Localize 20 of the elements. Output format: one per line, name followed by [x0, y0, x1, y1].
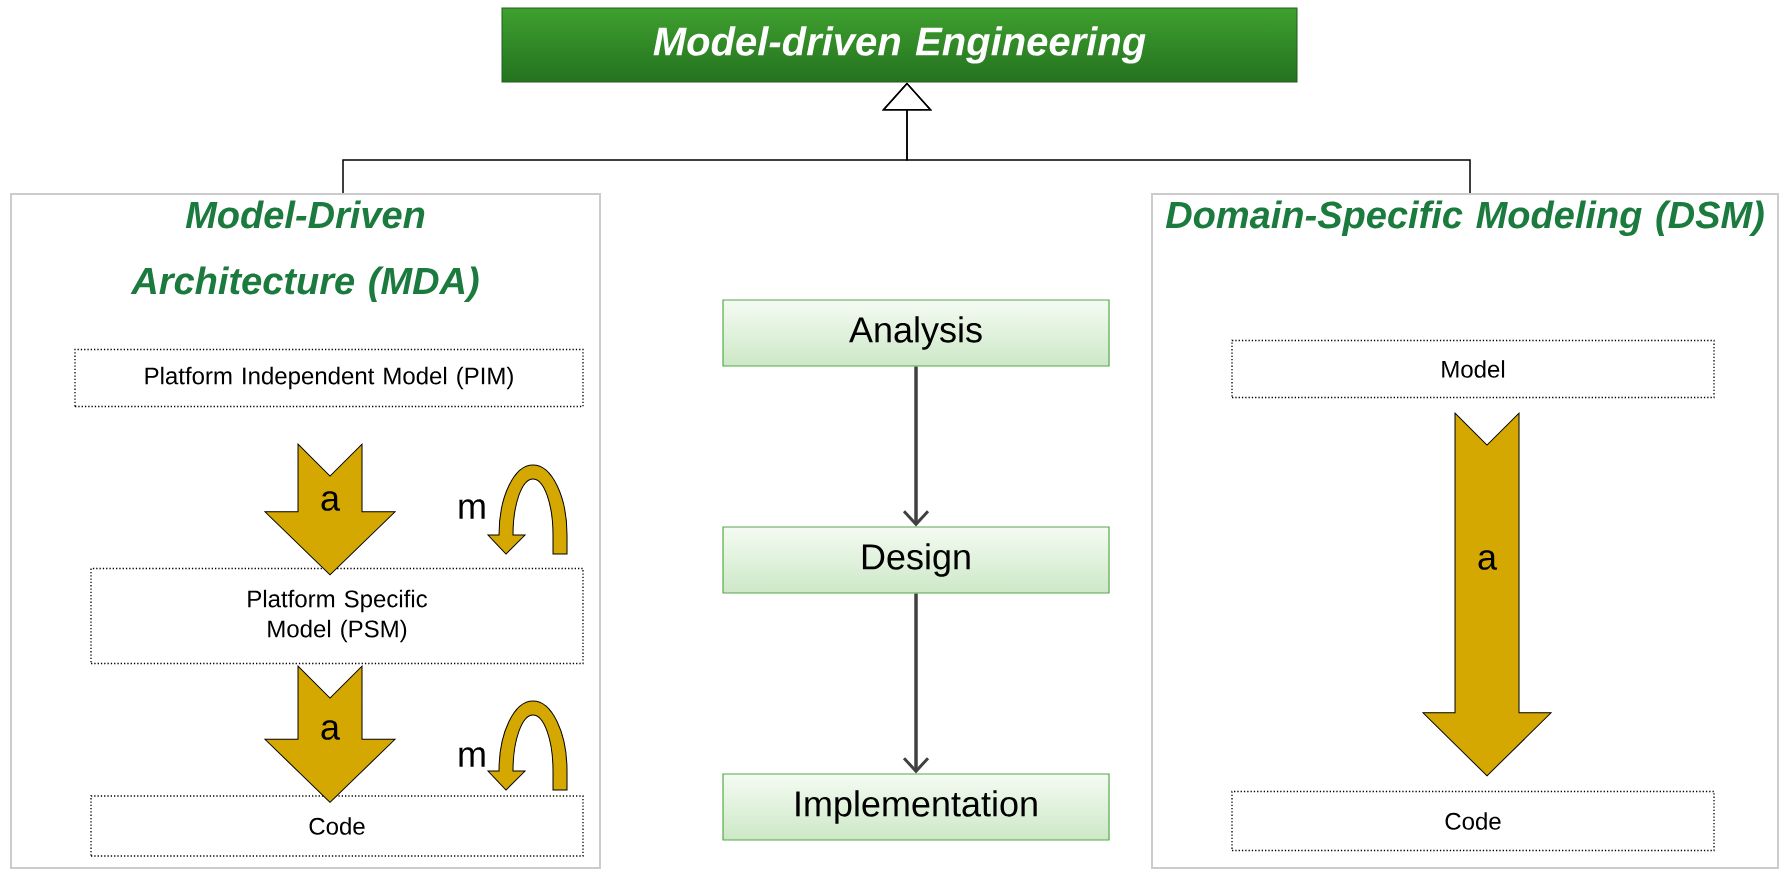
dotted-box: Platform Independent Model (PIM)	[74, 348, 584, 408]
process-box: Implementation	[722, 773, 1110, 841]
edge-label: a	[319, 719, 341, 741]
process-box: Analysis	[722, 299, 1110, 367]
dotted-box: Model	[1231, 339, 1715, 399]
symbol-label: m	[459, 499, 485, 519]
dotted-box: Code	[90, 795, 584, 857]
connector	[881, 82, 1471, 194]
process-box: Design	[722, 526, 1110, 594]
arrow	[902, 366, 930, 527]
dotted-box: Code	[1231, 790, 1715, 852]
block-arrow	[1422, 412, 1552, 777]
block-arrow	[264, 665, 396, 803]
dotted-box: Platform Specific Model (PSM)	[90, 567, 584, 665]
edge-label: a	[1476, 549, 1498, 571]
block-arrow	[264, 443, 396, 576]
symbol-label: m	[459, 747, 485, 767]
arrow	[902, 593, 930, 774]
edge-label: a	[319, 490, 341, 512]
title-box: Model-driven Engineering	[501, 7, 1298, 83]
